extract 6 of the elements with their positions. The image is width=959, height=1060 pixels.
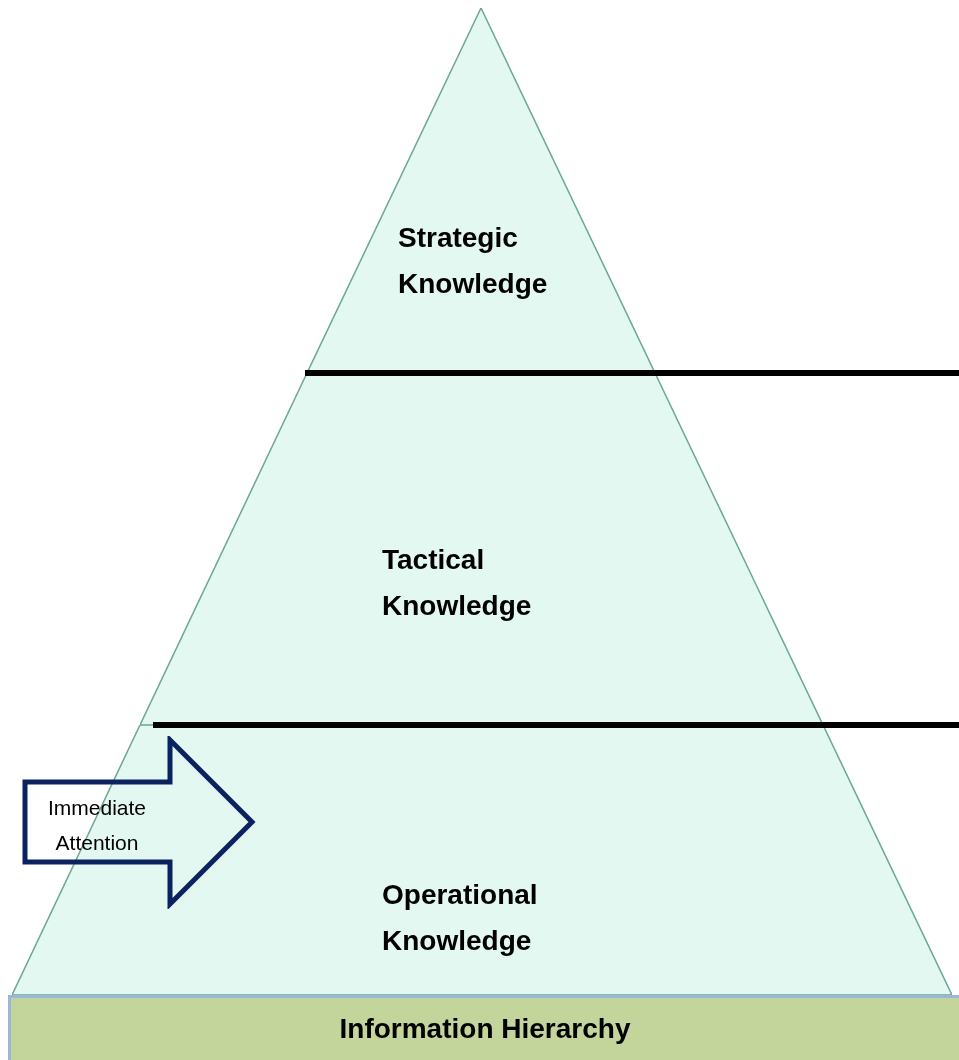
base-label: Information Hierarchy: [339, 1012, 631, 1046]
arrow-label: Immediate Attention: [46, 795, 147, 856]
tier-label: Tactical Knowledge: [382, 543, 533, 623]
tier-label: Strategic Knowledge: [398, 221, 549, 301]
tier-label: Operational Knowledge: [382, 878, 539, 958]
base-bar: [8, 995, 959, 1060]
